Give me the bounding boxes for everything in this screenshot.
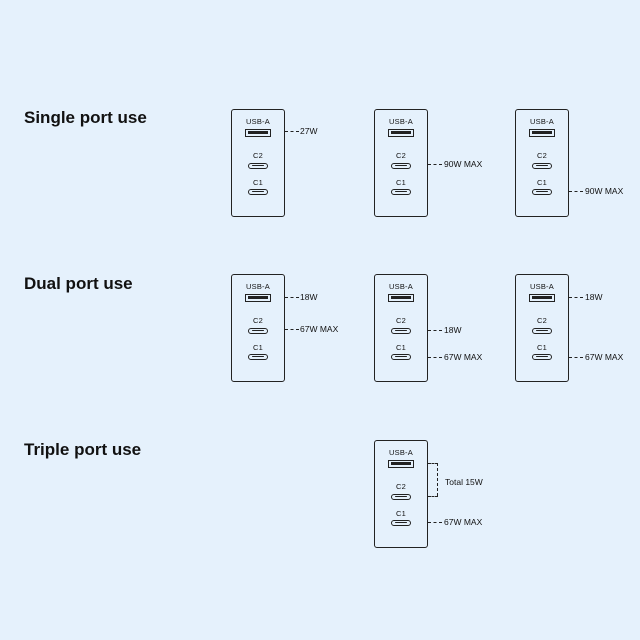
power-label-combined: Total 15W	[445, 477, 483, 487]
lead-line	[428, 522, 442, 523]
c2-port-icon	[391, 328, 411, 334]
power-label-c2: 90W MAX	[444, 159, 483, 169]
usba-label: USB-A	[246, 282, 270, 291]
c2-label: C2	[253, 316, 263, 325]
c1-port-icon	[391, 189, 411, 195]
power-label-c1: 90W MAX	[585, 186, 624, 196]
charger-triple: USB-A C2 C1	[374, 440, 428, 548]
power-label-c2: 67W MAX	[300, 324, 339, 334]
lead-line	[569, 297, 583, 298]
c1-label: C1	[396, 178, 406, 187]
lead-line	[569, 357, 583, 358]
c1-label: C1	[253, 178, 263, 187]
charger-single-usba: USB-A C2 C1	[231, 109, 285, 217]
c1-label: C1	[537, 178, 547, 187]
charger-dual-usba-c2: USB-A C2 C1	[231, 274, 285, 382]
power-label-usba: 27W	[300, 126, 318, 136]
usba-label: USB-A	[389, 117, 413, 126]
c1-label: C1	[396, 343, 406, 352]
power-label-c1: 67W MAX	[444, 517, 483, 527]
charger-single-c2: USB-A C2 C1	[374, 109, 428, 217]
power-label-usba: 18W	[585, 292, 603, 302]
usba-port-icon	[245, 294, 271, 302]
c2-port-icon	[391, 163, 411, 169]
c2-port-icon	[248, 163, 268, 169]
lead-line	[285, 297, 299, 298]
c2-port-icon	[391, 494, 411, 500]
c2-label: C2	[253, 151, 263, 160]
lead-line	[569, 191, 583, 192]
c1-port-icon	[391, 354, 411, 360]
c2-label: C2	[537, 151, 547, 160]
power-label-c2: 18W	[444, 325, 462, 335]
charger-dual-c2-c1: USB-A C2 C1	[374, 274, 428, 382]
usba-label: USB-A	[530, 117, 554, 126]
power-label-usba: 18W	[300, 292, 318, 302]
charger-single-c1: USB-A C2 C1	[515, 109, 569, 217]
lead-line	[428, 357, 442, 358]
usba-port-icon	[529, 129, 555, 137]
c2-label: C2	[396, 151, 406, 160]
bracket-bottom-line	[428, 496, 438, 497]
c1-label: C1	[253, 343, 263, 352]
c2-port-icon	[532, 163, 552, 169]
lead-line	[428, 164, 442, 165]
c2-label: C2	[396, 316, 406, 325]
c1-port-icon	[248, 189, 268, 195]
usba-label: USB-A	[389, 282, 413, 291]
usba-port-icon	[245, 129, 271, 137]
power-label-c1: 67W MAX	[444, 352, 483, 362]
c1-port-icon	[248, 354, 268, 360]
bracket-vertical-line	[437, 463, 438, 496]
bracket-top-line	[428, 463, 438, 464]
usba-port-icon	[388, 460, 414, 468]
usba-port-icon	[388, 294, 414, 302]
c2-port-icon	[248, 328, 268, 334]
c1-label: C1	[537, 343, 547, 352]
usba-port-icon	[388, 129, 414, 137]
c1-port-icon	[391, 520, 411, 526]
section-title-single: Single port use	[24, 108, 147, 127]
section-title-dual: Dual port use	[24, 274, 133, 293]
usba-port-icon	[529, 294, 555, 302]
usba-label: USB-A	[246, 117, 270, 126]
lead-line	[285, 329, 299, 330]
c1-port-icon	[532, 189, 552, 195]
c1-label: C1	[396, 509, 406, 518]
c1-port-icon	[532, 354, 552, 360]
lead-line	[285, 131, 299, 132]
charger-dual-usba-c1: USB-A C2 C1	[515, 274, 569, 382]
lead-line	[428, 330, 442, 331]
usba-label: USB-A	[389, 448, 413, 457]
section-title-triple: Triple port use	[24, 440, 142, 459]
c2-label: C2	[537, 316, 547, 325]
c2-label: C2	[396, 482, 406, 491]
power-label-c1: 67W MAX	[585, 352, 624, 362]
c2-port-icon	[532, 328, 552, 334]
usba-label: USB-A	[530, 282, 554, 291]
